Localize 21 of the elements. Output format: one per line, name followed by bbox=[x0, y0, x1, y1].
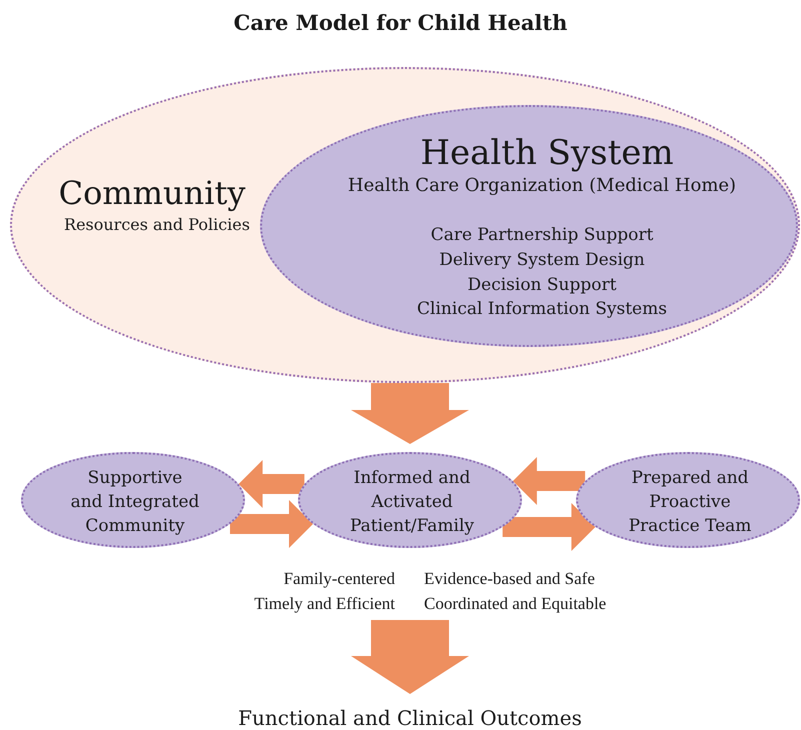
block-arrow bbox=[351, 383, 469, 444]
quality-label: Evidence-based and Safe Coordinated and Equitable bbox=[424, 568, 608, 615]
quality-label: Family-centered Timely and Efficient bbox=[253, 568, 395, 615]
node-heading: Community bbox=[58, 174, 246, 212]
block-arrow bbox=[351, 620, 469, 694]
node-list-item: Clinical Information Systems bbox=[416, 299, 668, 320]
diagram-title: Care Model for Child Health bbox=[232, 10, 568, 35]
node-subheading: Health Care Organization (Medical Home) bbox=[346, 175, 738, 197]
outcome-text: Functional and Clinical Outcomes bbox=[237, 706, 583, 730]
node-text: Informed and Activated Patient/Family bbox=[348, 467, 476, 538]
node-text: Supportive and Integrated Community bbox=[70, 467, 200, 538]
node-heading: Health System bbox=[419, 133, 675, 174]
node-list-item: Decision Support bbox=[466, 275, 618, 296]
node-subheading: Resources and Policies bbox=[63, 215, 251, 234]
block-arrow bbox=[512, 457, 586, 505]
block-arrow bbox=[230, 500, 313, 548]
block-arrow bbox=[502, 503, 596, 551]
node-list-item: Delivery System Design bbox=[438, 250, 646, 270]
block-arrow bbox=[238, 460, 304, 508]
node-text: Prepared and Proactive Practice Team bbox=[628, 467, 752, 538]
node-list-item: Care Partnership Support bbox=[430, 225, 654, 246]
